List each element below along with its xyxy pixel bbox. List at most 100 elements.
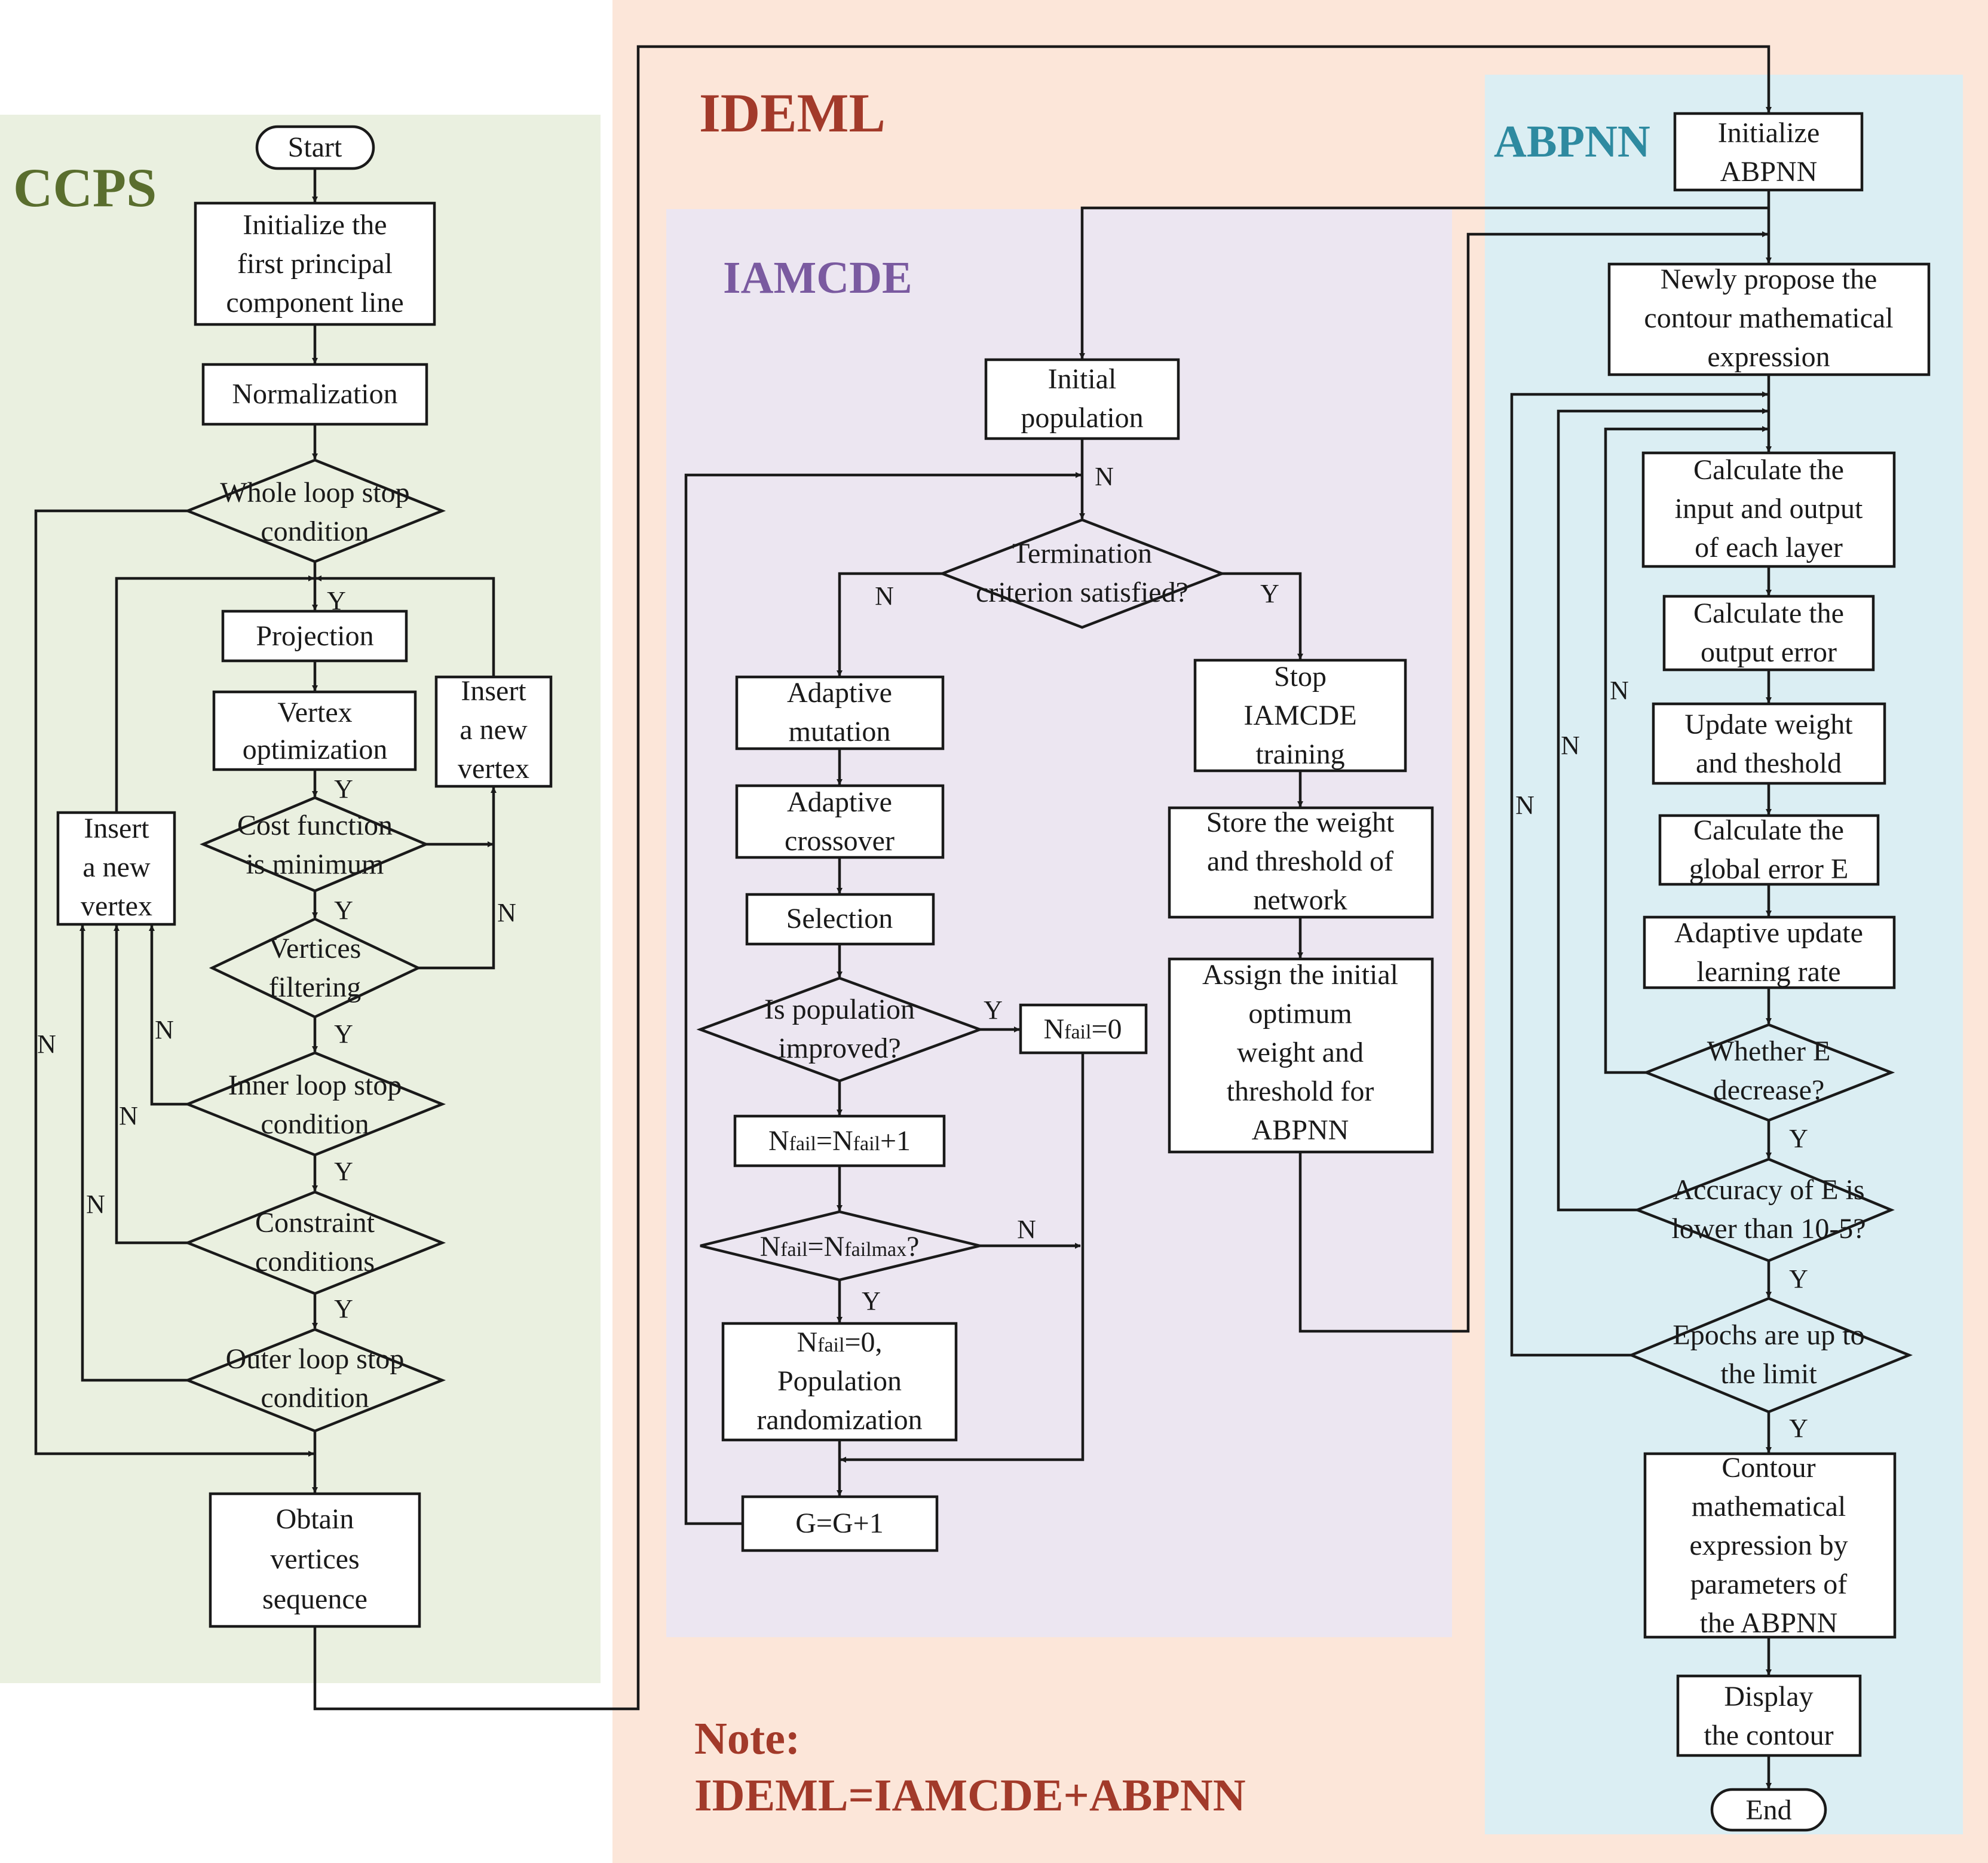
iamcde-randomize-l1: Nfail=0, (797, 1326, 882, 1358)
ccps-insert-right-l1: Insert (461, 675, 526, 707)
iamcde-nfail-zero-text: Nfail=0 (1043, 1013, 1122, 1045)
ccps-label-y1: Y (327, 586, 346, 615)
abpnn-accuracy-l2: lower than 10-5? (1671, 1213, 1866, 1245)
iamcde-init-pop-box (984, 358, 1180, 440)
ccps-label-y6: Y (334, 1294, 353, 1323)
abpnn-end-node (1710, 1788, 1827, 1832)
ccps-obtain-l2: vertices (270, 1543, 359, 1575)
ccps-insert-left-box (56, 811, 176, 926)
iamcde-label-y2: Y (984, 995, 1003, 1025)
iamcde-assign-l5: ABPNN (1252, 1114, 1349, 1146)
ccps-projection-text: Projection (256, 620, 373, 652)
iamcde-improved-l2: improved? (778, 1032, 900, 1064)
abpnn-label-n2: N (1561, 731, 1580, 760)
abpnn-update-l1: Update weight (1684, 709, 1853, 740)
ccps-vertex-opt-l1: Vertex (277, 697, 352, 728)
abpnn-label-y3: Y (1789, 1414, 1808, 1443)
iamcde-label-y1: Y (1260, 579, 1279, 608)
note-formula: IDEML=IAMCDE+ABPNN (694, 1770, 1246, 1821)
abpnn-accuracy-l1: Accuracy of E is (1673, 1174, 1864, 1206)
abpnn-calc-io-l2: input and output (1675, 493, 1863, 525)
iamcde-assign-l4: threshold for (1227, 1075, 1374, 1107)
abpnn-calc-err-l2: output error (1701, 636, 1837, 668)
ccps-whole-loop-l1: Whole loop stop (220, 477, 409, 508)
ccps-label-y5: Y (334, 1157, 353, 1186)
abpnn-update-box (1652, 702, 1886, 785)
iamcde-title: IAMCDE (723, 253, 912, 303)
iamcde-stop-l2: IAMCDE (1243, 700, 1356, 731)
abpnn-global-err-l1: Calculate the (1693, 814, 1844, 846)
iamcde-randomize-l2: Population (777, 1365, 902, 1397)
ccps-connectors (34, 45, 1772, 1711)
ccps-cost-l1: Cost function (237, 810, 393, 841)
iamcde-mutation-l1: Adaptive (787, 677, 892, 709)
abpnn-display-l2: the contour (1704, 1720, 1833, 1751)
abpnn-init-l2: ABPNN (1720, 156, 1818, 188)
iamcde-init-pop-l2: population (1021, 402, 1143, 434)
iamcde-store-l3: network (1253, 884, 1347, 916)
abpnn-epochs-l1: Epochs are up to (1673, 1319, 1864, 1351)
ccps-obtain-box (209, 1492, 421, 1628)
abpnn-label-y2: Y (1789, 1264, 1808, 1294)
abpnn-contour-expr-l1: Contour (1721, 1452, 1815, 1484)
iamcde-assign-l2: optimum (1248, 998, 1352, 1029)
ccps-obtain-l1: Obtain (276, 1503, 354, 1535)
iamcde-assign-l1: Assign the initial (1202, 959, 1398, 991)
abpnn-update-l2: and theshold (1696, 747, 1842, 779)
ideml-title: IDEML (699, 82, 886, 143)
ccps-label-y3: Y (334, 896, 353, 925)
ccps-insert-right-l2: a new (460, 714, 528, 746)
abpnn-propose-l1: Newly propose the (1661, 263, 1877, 295)
iamcde-stop-l1: Stop (1274, 661, 1327, 693)
iamcde-store-box (1168, 806, 1434, 919)
ccps-insert-right-l3: vertex (458, 753, 529, 785)
ccps-constraint-l2: conditions (255, 1246, 375, 1277)
abpnn-e-decrease-l2: decrease? (1713, 1074, 1825, 1106)
abpnn-contour-expr-l4: parameters of (1690, 1568, 1848, 1600)
abpnn-init-l1: Initialize (1718, 117, 1820, 149)
iamcde-improved-l1: Is population (764, 994, 915, 1025)
ccps-insert-left-l3: vertex (81, 890, 152, 922)
iamcde-store-l1: Store the weight (1206, 807, 1395, 838)
abpnn-contour-expr-l3: expression by (1689, 1530, 1848, 1561)
iamcde-label-n1: N (1095, 462, 1114, 491)
abpnn-adaptive-lr-l2: learning rate (1696, 956, 1840, 988)
ccps-label-y4: Y (334, 1019, 353, 1049)
ccps-start-text: Start (288, 131, 342, 163)
ccps-insert-right-box (434, 675, 553, 788)
abpnn-calc-err-box (1662, 595, 1875, 672)
ccps-normalization-text: Normalization (232, 378, 397, 410)
iamcde-mutation-box (735, 675, 945, 750)
iamcde-termination-l2: criterion satisfied? (976, 577, 1188, 608)
ccps-label-n4: N (119, 1101, 138, 1130)
iamcde-label-n3: N (1017, 1215, 1036, 1244)
abpnn-contour-expr-l2: mathematical (1692, 1491, 1846, 1522)
abpnn-global-err-box (1658, 814, 1880, 886)
iamcde-crossover-box (735, 784, 945, 859)
abpnn-end-text: End (1745, 1794, 1791, 1826)
abpnn-contour-expr-l5: the ABPNN (1700, 1607, 1838, 1639)
ccps-label-n3: N (155, 1015, 174, 1044)
ccps-init-l3: component line (226, 287, 403, 318)
iamcde-store-l2: and threshold of (1207, 845, 1393, 877)
ccps-inner-loop-l2: condition (261, 1108, 369, 1140)
ccps-title: CCPS (13, 157, 157, 218)
abpnn-contour-expr-box (1643, 1452, 1897, 1639)
abpnn-e-decrease-l1: Whether E (1707, 1035, 1831, 1067)
ccps-normalization-box (201, 363, 428, 426)
iamcde-randomize-l3: randomization (756, 1404, 922, 1436)
ccps-label-y2: Y (334, 774, 353, 804)
ccps-init-box (194, 201, 436, 326)
ccps-label-n1: N (497, 898, 516, 927)
ccps-obtain-l3: sequence (262, 1583, 367, 1615)
iamcde-init-pop-l1: Initial (1048, 363, 1117, 395)
abpnn-calc-io-l3: of each layer (1695, 532, 1843, 563)
abpnn-calc-io-l1: Calculate the (1693, 454, 1844, 486)
ccps-whole-loop-l2: condition (261, 516, 369, 547)
ccps-constraint-l1: Constraint (255, 1207, 375, 1239)
ccps-outer-loop-l2: condition (261, 1382, 369, 1414)
abpnn-epochs-l2: the limit (1720, 1358, 1817, 1390)
ccps-init-l1: Initialize the (243, 209, 387, 241)
iamcde-mutation-l2: mutation (789, 716, 891, 747)
ccps-vertex-opt-box (212, 690, 417, 771)
